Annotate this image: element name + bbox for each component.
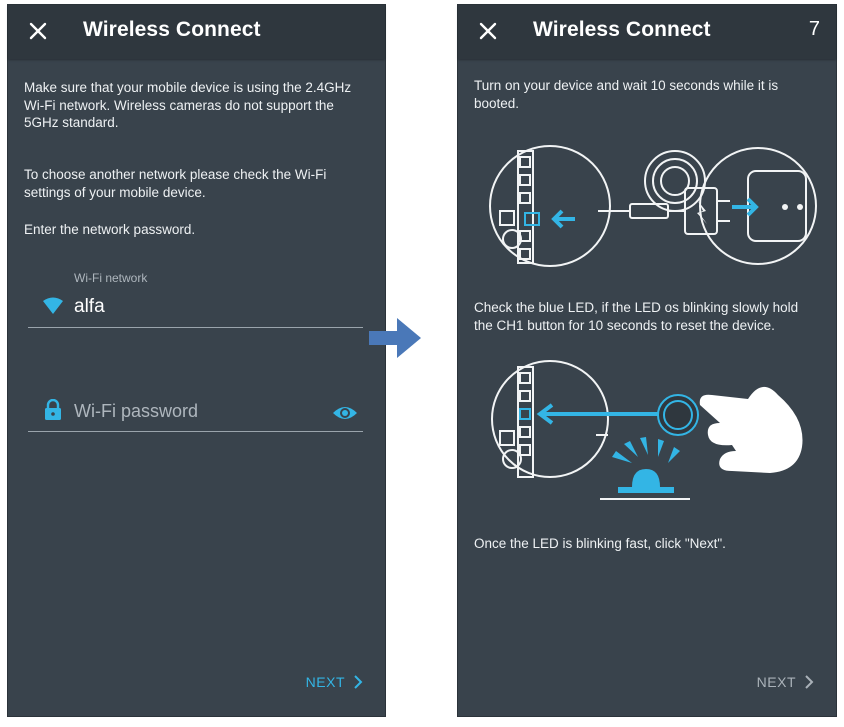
wifi-password-input[interactable] xyxy=(74,398,324,424)
arrow-right-icon xyxy=(369,318,421,358)
reset-device-screen: Wireless Connect 7 Turn on your device a… xyxy=(457,4,837,717)
reset-button-illustration xyxy=(491,360,803,500)
chevron-right-icon xyxy=(354,675,363,689)
page-title: Wireless Connect xyxy=(533,18,711,41)
close-icon[interactable] xyxy=(26,19,50,43)
wifi-icon xyxy=(43,297,63,314)
blinking-fast-text: Once the LED is blinking fast, click "Ne… xyxy=(474,536,726,551)
eye-icon[interactable] xyxy=(332,403,358,423)
lock-icon xyxy=(45,399,61,420)
close-icon[interactable] xyxy=(476,19,500,43)
page-title: Wireless Connect xyxy=(83,18,261,41)
app-bar: Wireless Connect xyxy=(8,5,385,59)
enter-password-text: Enter the network password. xyxy=(24,222,196,237)
power-on-illustration xyxy=(489,145,817,267)
wifi-network-label: Wi-Fi network xyxy=(74,271,148,285)
network-change-text: To choose another network please check t… xyxy=(24,167,327,200)
chevron-right-icon xyxy=(805,675,814,689)
next-button[interactable]: NEXT xyxy=(306,674,363,690)
next-button-label: NEXT xyxy=(305,674,345,690)
next-button[interactable]: NEXT xyxy=(757,674,814,690)
next-button-label: NEXT xyxy=(756,674,796,690)
check-led-text: Check the blue LED, if the LED os blinki… xyxy=(474,300,799,333)
power-on-text: Turn on your device and wait 10 seconds … xyxy=(474,78,779,111)
wifi-setup-screen: Wireless Connect Make sure that your mob… xyxy=(7,4,386,717)
wifi-network-underline xyxy=(28,327,363,328)
app-bar: Wireless Connect 7 xyxy=(458,5,836,59)
wifi-network-value[interactable]: alfa xyxy=(74,296,105,317)
wifi-password-underline xyxy=(28,431,363,432)
step-number: 7 xyxy=(808,18,820,40)
network-info-text: Make sure that your mobile device is usi… xyxy=(24,80,352,130)
